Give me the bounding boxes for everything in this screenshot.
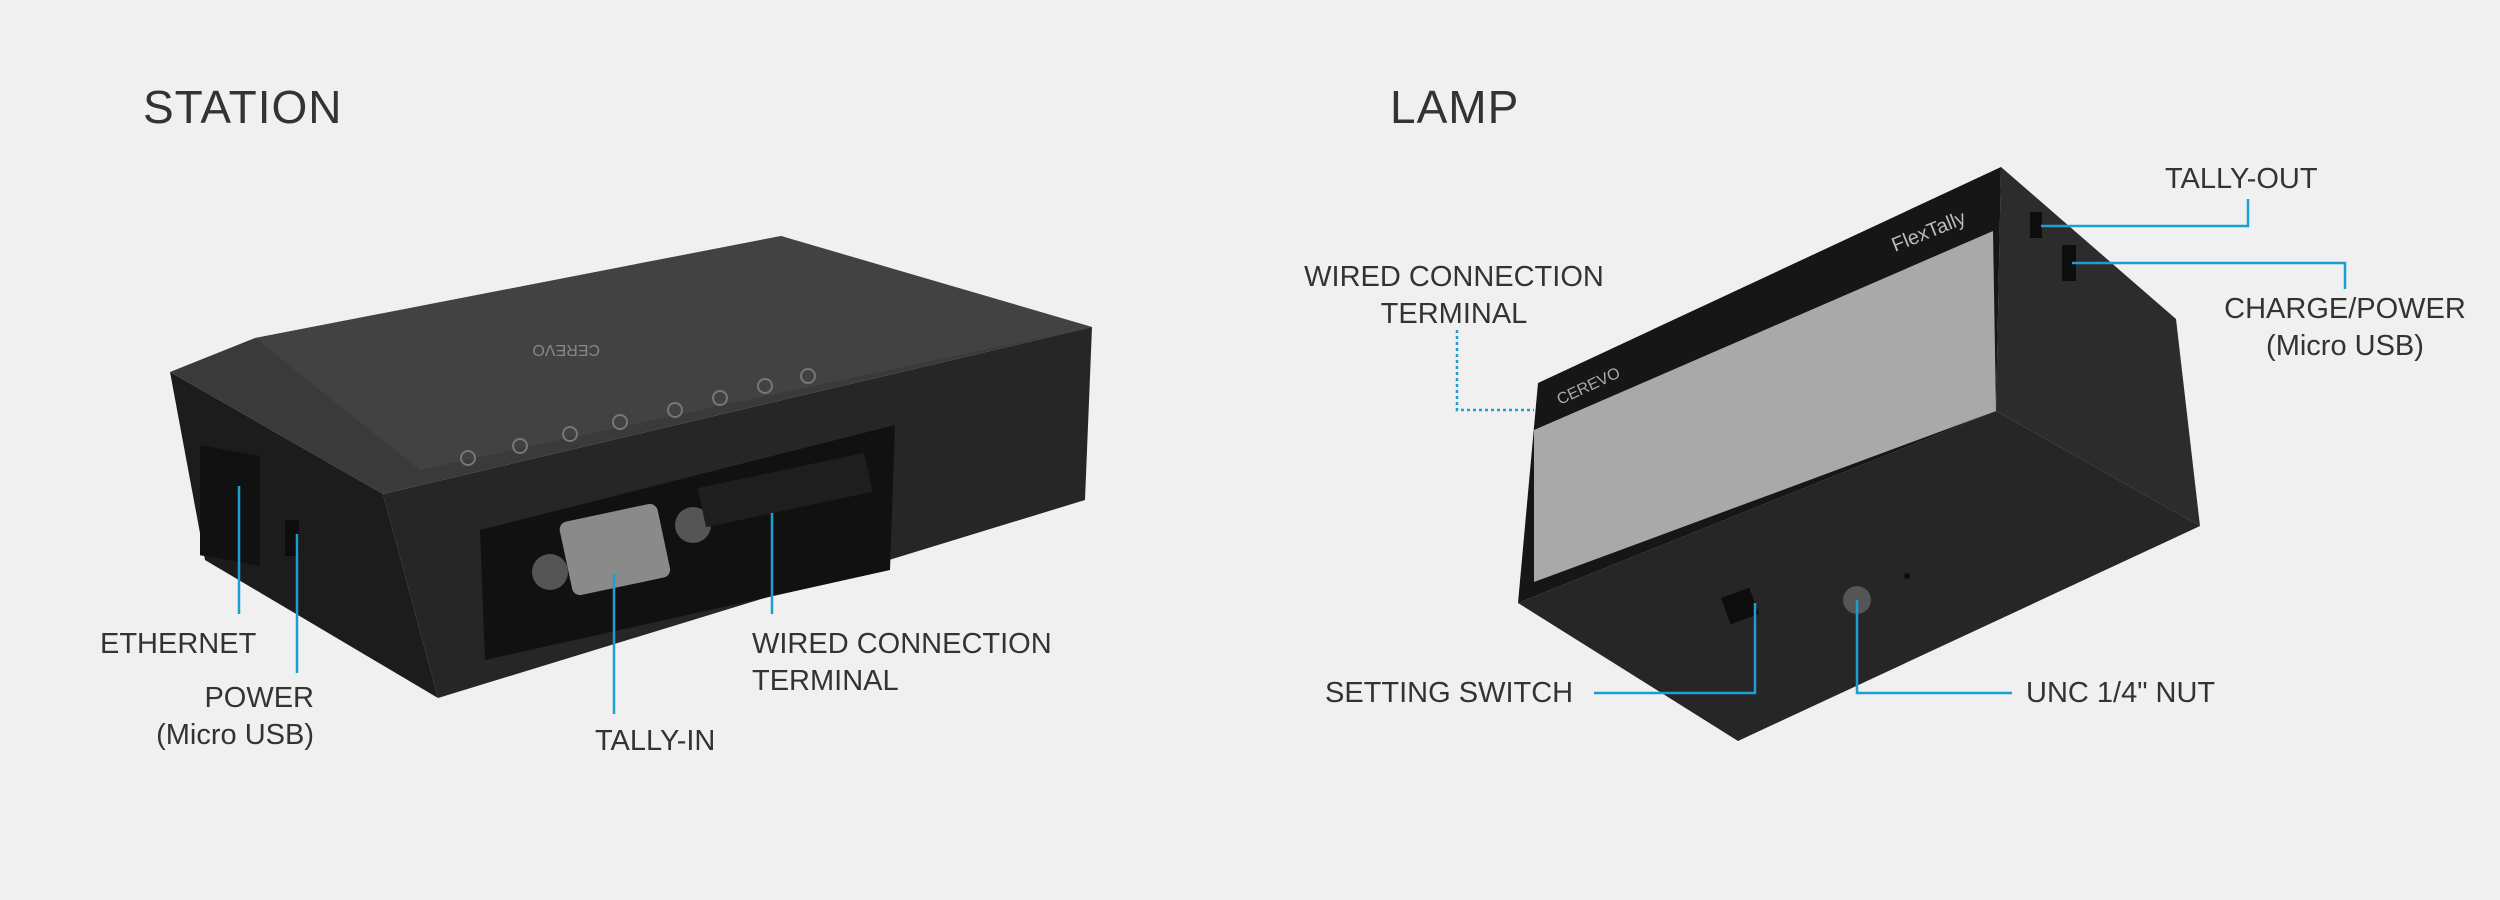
tally-in-label: TALLY-IN (595, 725, 716, 757)
lamp-light-panel (1534, 231, 1996, 582)
power-label: POWER (Micro USB) (156, 680, 314, 754)
station-wired-label-line2: TERMINAL (752, 665, 899, 697)
station-micro-usb-port (285, 520, 299, 556)
setting-switch-callout-line (1594, 603, 1757, 695)
unc-nut-label: UNC 1/4" NUT (2026, 677, 2216, 709)
lamp-indicator-hole (1904, 573, 1910, 579)
lamp-callout-lines (1455, 199, 2347, 695)
charge-label-line2: (Micro USB) (2266, 330, 2424, 362)
unc-nut-callout-line (1855, 600, 2012, 695)
wired-connection-terminal-block (697, 452, 873, 528)
lamp-title: LAMP (1390, 81, 1520, 133)
station-device: CEREVO (170, 236, 1092, 698)
tally-in-screw-left (532, 554, 568, 590)
station-led-row (460, 368, 816, 466)
tally-in-connector (559, 503, 671, 596)
power-label-line2: (Micro USB) (156, 719, 314, 751)
ethernet-port (200, 445, 260, 566)
power-label-line1: POWER (204, 682, 314, 714)
lamp-wired-label-line1: WIRED CONNECTION (1304, 261, 1604, 293)
lamp-micro-usb-port (2062, 245, 2076, 281)
lamp-wired-label-line2: TERMINAL (1380, 298, 1528, 330)
setting-switch-label: SETTING SWITCH (1325, 677, 1574, 709)
station-wired-label-line1: WIRED CONNECTION (752, 628, 1052, 660)
charge-callout-line (2072, 261, 2347, 289)
setting-switch (1721, 587, 1759, 625)
lamp-wired-callout-line (1455, 330, 1534, 412)
tally-out-port (2030, 212, 2042, 238)
lamp-side-face (1996, 167, 2200, 526)
station-brand-logo: CEREVO (532, 341, 600, 358)
tally-out-label: TALLY-OUT (2165, 163, 2318, 195)
station-callout-lines (237, 486, 774, 714)
ethernet-label: ETHERNET (100, 628, 257, 660)
tally-in-screw-right (675, 507, 711, 543)
station-wired-terminal-label: WIRED CONNECTION TERMINAL (752, 626, 1052, 700)
tally-out-callout-line (2041, 199, 2250, 228)
lamp-device: FlexTally CEREVO (1518, 167, 2200, 741)
lamp-wired-terminal-label: WIRED CONNECTION TERMINAL (1284, 259, 1624, 333)
charge-power-label: CHARGE/POWER (Micro USB) (2195, 291, 2495, 365)
station-title: STATION (143, 81, 343, 133)
lamp-bottom-face (1518, 411, 2200, 741)
charge-label-line1: CHARGE/POWER (2224, 293, 2466, 325)
